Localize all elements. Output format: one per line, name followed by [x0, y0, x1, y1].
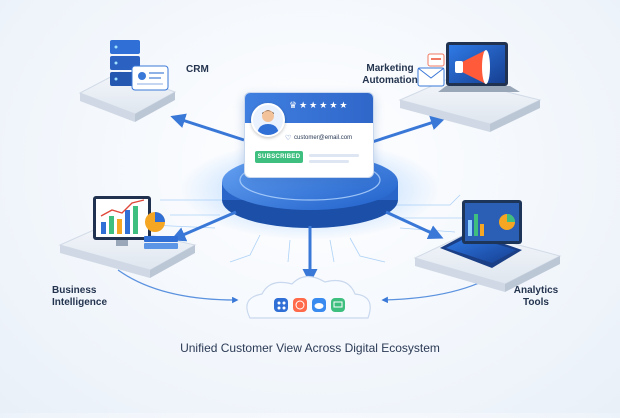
display-icon: [331, 298, 345, 312]
rating-stars: ♛ ★ ★ ★ ★ ★: [289, 101, 347, 111]
bi-node: [58, 196, 197, 278]
envelope-icon: [417, 67, 445, 87]
cloud-icon: [312, 298, 326, 312]
customer-email: customer@email.com: [294, 135, 353, 141]
marketing-node: [398, 42, 542, 132]
crown-icon: ♛: [289, 101, 298, 111]
contact-card-icon: [131, 65, 169, 91]
cloud-node: [246, 275, 371, 319]
heart-icon: ♡: [285, 134, 292, 142]
monitor-chart-icon: [93, 196, 151, 246]
subscribed-badge: SUBSCRIBED: [255, 151, 303, 163]
stacked-cards-icon: [144, 236, 178, 249]
flow-arrows: [170, 113, 446, 284]
arrow-to-crm: [170, 113, 245, 142]
crm-node: [78, 40, 177, 122]
diagram-caption: Unified Customer View Across Digital Eco…: [180, 341, 440, 355]
email-card-icon: [427, 53, 445, 67]
megaphone-icon: [455, 50, 490, 84]
dashboard-panel-icon: [462, 200, 522, 244]
analytics-node: [413, 200, 562, 292]
customer-profile-card: ♛ ★ ★ ★ ★ ★ ♡ customer@email.com SUBSCRI…: [244, 92, 374, 178]
globe-icon: [293, 298, 307, 312]
star-icon: ★: [329, 101, 338, 111]
star-icon: ★: [319, 101, 328, 111]
star-icon: ★: [339, 101, 348, 111]
arrow-to-bi: [170, 210, 237, 242]
crm-label: CRM: [186, 64, 209, 75]
app-grid-icon: [274, 298, 288, 312]
avatar-icon: [251, 103, 285, 137]
star-icon: ★: [309, 101, 318, 111]
pie-chart-icon: [145, 212, 165, 232]
placeholder-line: [309, 160, 349, 163]
arrow-to-marketing: [371, 115, 446, 144]
placeholder-line: [309, 154, 359, 157]
arrow-to-analytics: [385, 210, 444, 240]
star-icon: ★: [299, 101, 308, 111]
